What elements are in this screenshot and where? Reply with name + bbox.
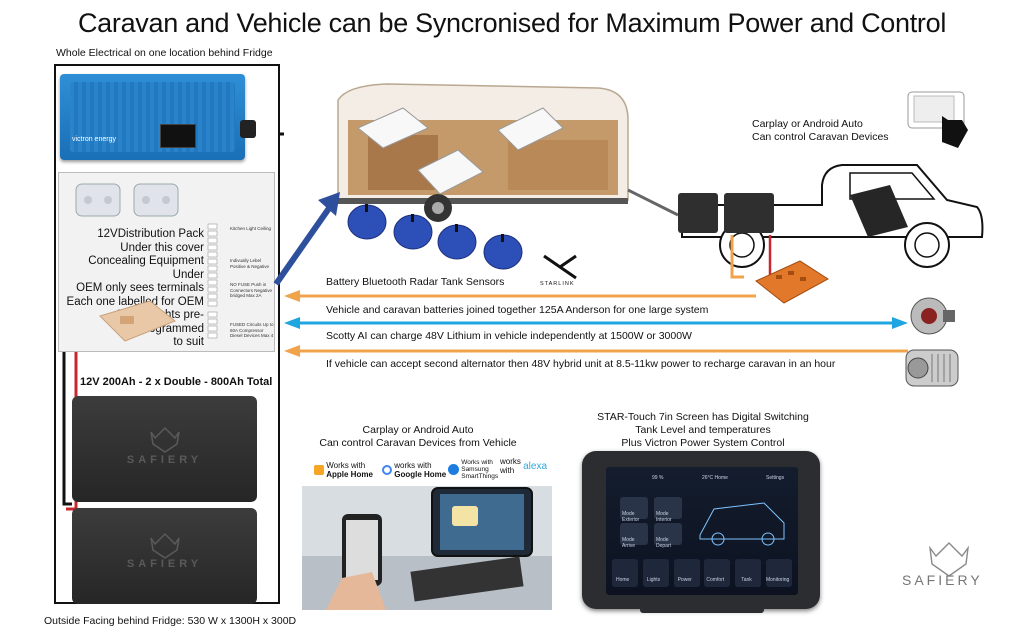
car-dashboard-touch-icon (907, 91, 968, 148)
starlink-label: STARLINK (540, 281, 575, 287)
dcdc-charger-icon (755, 260, 829, 304)
dist-line: OEM only sees terminals (76, 282, 204, 294)
alternator-icon (910, 297, 955, 335)
carplay-top-line: Carplay or Android Auto (752, 118, 863, 130)
tile-mode-arrive[interactable]: Mode Arrive (620, 523, 648, 549)
victron-inverter: victron energy (60, 74, 245, 160)
nav-lights[interactable]: Lights (642, 559, 669, 587)
smartthings-text: SmartThings (461, 473, 499, 480)
phoenix-icon (150, 426, 180, 453)
carplay-bottom-line: Can control Caravan Devices from Vehicle (319, 437, 517, 449)
screen-display: 99 % 26°C Home Settings Mode Exterior Mo… (606, 467, 798, 595)
line2-label: Scotty AI can charge 48V Lithium in vehi… (326, 330, 692, 342)
samsung-text: Samsung (461, 466, 489, 473)
carplay-photo (302, 486, 552, 610)
screen-bottom-nav: Home Lights Power Comfort Tank Monitorin… (612, 559, 792, 589)
apple-works-with: Works with (326, 461, 366, 470)
ute-illustration (678, 164, 984, 279)
circuit-board-icon (99, 300, 176, 342)
carplay-bottom-line: Carplay or Android Auto (362, 424, 474, 436)
sensor-modules-icon (75, 183, 179, 217)
inverter-display (160, 124, 196, 148)
star-touch-screen: 99 % 26°C Home Settings Mode Exterior Mo… (582, 451, 820, 609)
inverter-terminal (240, 120, 256, 138)
star-touch-label: STAR-Touch 7in Screen has Digital Switch… (586, 411, 820, 450)
nav-comfort[interactable]: Comfort (704, 559, 731, 587)
tile-mode-depart[interactable]: Mode Depart (654, 523, 682, 549)
terminal-note: Indivually Lebel Positive & Negative (230, 258, 270, 269)
safiery-phoenix-icon (928, 542, 970, 577)
dist-line: Each one labelled for OEM (66, 295, 204, 308)
terminal-note: NO FUSE Push in Connectors Negative brid… (230, 282, 273, 298)
screen-battery: 99 % (652, 475, 664, 481)
tank-sensors-icon (347, 204, 523, 270)
google-works-with: works with (394, 461, 432, 470)
alexa-with: with (500, 466, 515, 475)
google-home-text: Google Home (394, 470, 447, 479)
screen-settings[interactable]: Settings (766, 475, 785, 481)
screen-stand (640, 607, 764, 613)
carplay-top-line: Can control Caravan Devices (752, 131, 889, 143)
carplay-bottom-label: Carplay or Android Auto Can control Cara… (312, 424, 524, 450)
carplay-top-label: Carplay or Android Auto Can control Cara… (752, 118, 902, 144)
line1-label: Vehicle and caravan batteries joined tog… (326, 304, 709, 316)
star-touch-line: Plus Victron Power System Control (621, 437, 785, 449)
terminal-note: Kitchen Light Ceiling (230, 226, 272, 231)
tank-sensors-label: Battery Bluetooth Radar Tank Sensors (326, 276, 505, 288)
inverter-brand: victron energy (72, 136, 116, 143)
page-title: Caravan and Vehicle can be Syncronised f… (77, 8, 947, 38)
nav-monitoring[interactable]: Monitoring (765, 559, 792, 587)
cabinet-top-label: Whole Electrical on one location behind … (56, 47, 273, 59)
van-wireframe-icon (699, 502, 785, 546)
nav-power[interactable]: Power (673, 559, 700, 587)
battery-lower: SAFIERY (72, 508, 257, 604)
terminal-note: FUSED Circuits Up to 60A Compressor Dies… (230, 322, 274, 338)
phoenix-icon (150, 532, 180, 559)
home-icon (314, 465, 324, 475)
star-touch-line: STAR-Touch 7in Screen has Digital Switch… (597, 411, 809, 423)
dist-line: to suit (173, 336, 204, 348)
battery-brand: SAFIERY (126, 558, 203, 570)
tile-mode-interior[interactable]: Mode Interior (654, 497, 682, 523)
starlink-logo (543, 254, 577, 280)
tile-mode-exterior[interactable]: Mode Exterior (620, 497, 648, 523)
google-icon (382, 465, 392, 475)
line3-label: If vehicle can accept second alternator … (326, 358, 836, 370)
nav-home[interactable]: Home (612, 559, 638, 587)
alexa-text: alexa (523, 460, 548, 472)
power-arrows (284, 290, 908, 357)
navy-arrow (273, 192, 340, 286)
screen-temp: 26°C Home (702, 475, 728, 481)
nav-tank[interactable]: Tank (735, 559, 762, 587)
dist-line: Concealing Equipment Under (88, 255, 204, 281)
terminal-strip (207, 223, 218, 339)
smartthings-icon (448, 464, 459, 475)
brand-logo: SAFIERY (902, 572, 983, 588)
alexa-works: works (500, 457, 521, 466)
apple-home-text: Apple Home (326, 470, 373, 479)
hybrid-alternator-icon (905, 349, 959, 387)
star-touch-line: Tank Level and temperatures (635, 424, 771, 436)
samsung-works-with: Works with (461, 459, 493, 466)
caravan-illustration (337, 83, 679, 222)
dist-line: 12VDistribution Pack (97, 228, 204, 240)
battery-upper: SAFIERY (72, 396, 257, 502)
battery-brand: SAFIERY (126, 454, 203, 466)
battery-label: 12V 200Ah - 2 x Double - 800Ah Total (80, 376, 273, 388)
dist-line: Under this cover (120, 241, 204, 254)
cabinet-bottom-label: Outside Facing behind Fridge: 530 W x 13… (44, 615, 297, 627)
